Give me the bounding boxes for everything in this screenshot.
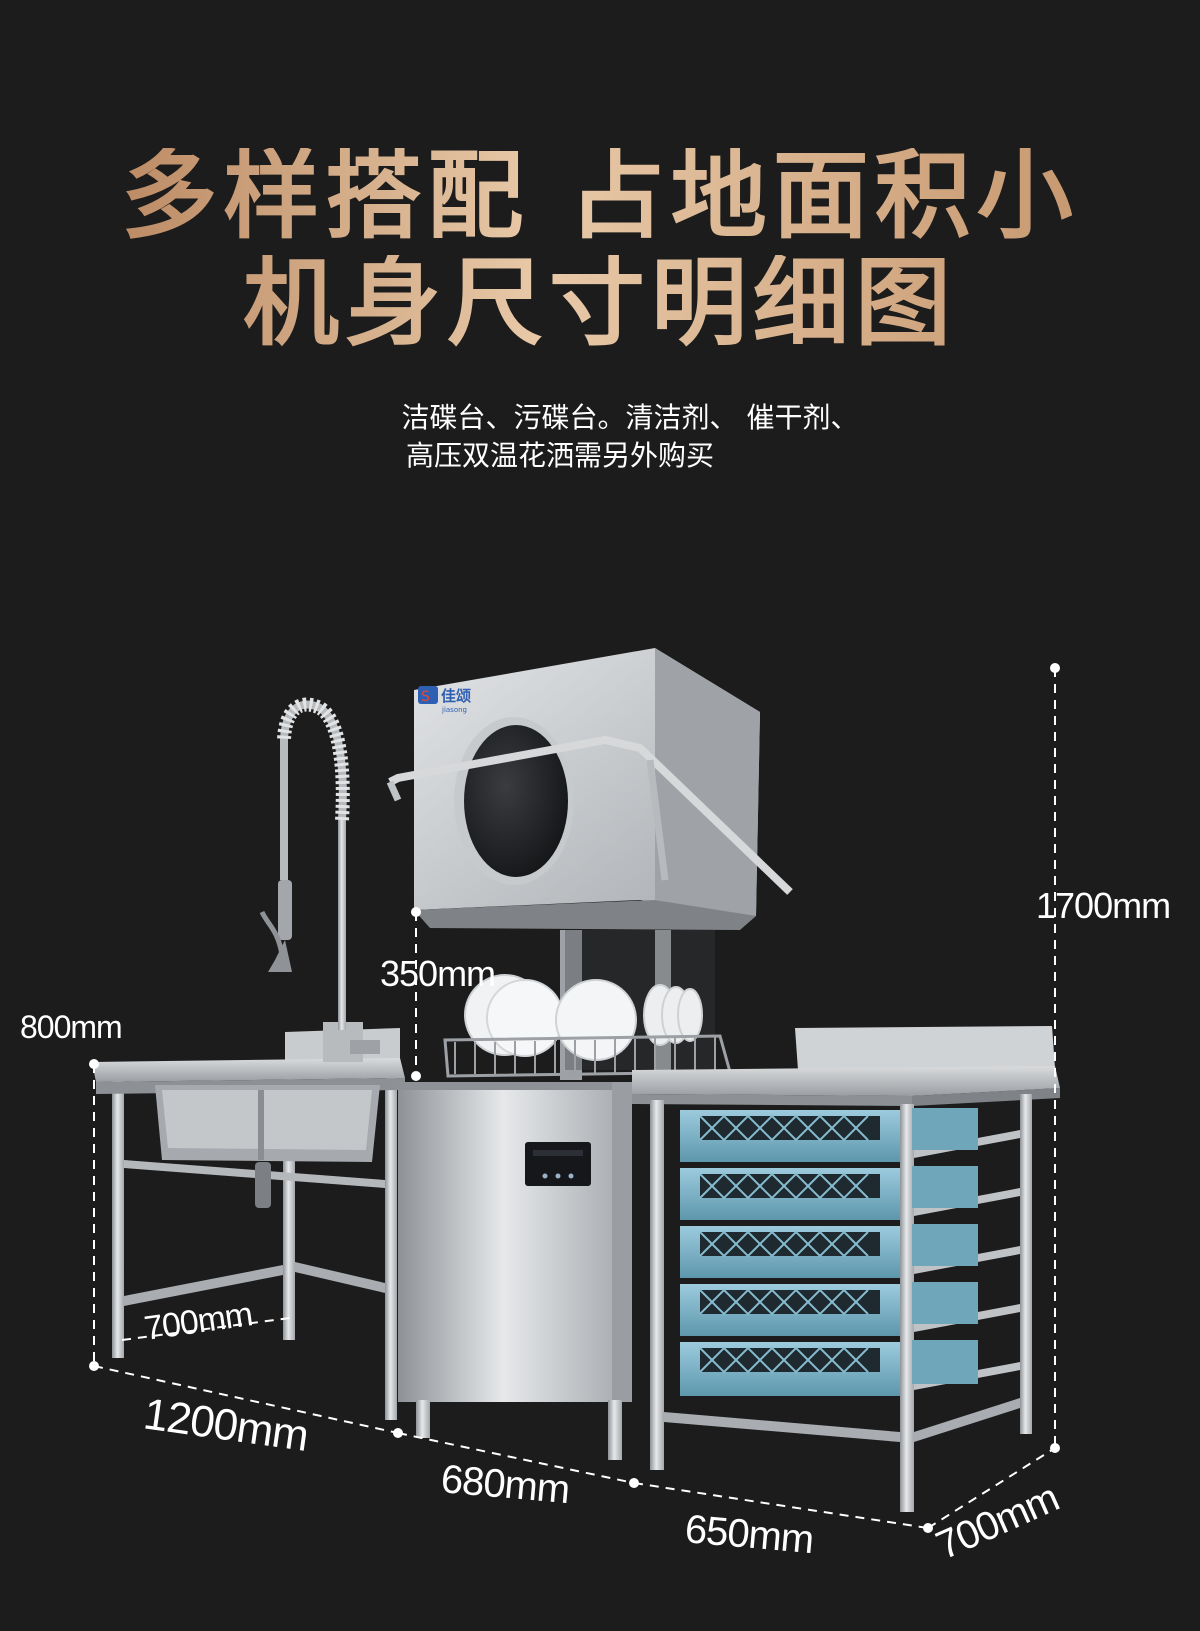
headline-line-2: 机身尺寸明细图 [0, 255, 1200, 351]
dim-table-height: 800mm [20, 1009, 122, 1045]
blue-dish-racks [680, 1108, 978, 1396]
svg-text:jiasong: jiasong [441, 706, 467, 714]
dimension-lines [93, 668, 1056, 1529]
rack-table [632, 1026, 1060, 1512]
hood-dishwasher: S 佳颂 jiasong [386, 648, 793, 1460]
dim-total-height: 1700mm [1036, 885, 1170, 926]
dim-rack-table-length: 650mm [683, 1507, 815, 1562]
dim-door-opening: 350mm [380, 953, 495, 994]
purchase-note-line-2: 高压双温花洒需另外购买 [405, 439, 714, 472]
purchase-note-line-1: 洁碟台、污碟台。清洁剂、 催干剂、 [401, 401, 859, 434]
brand-logo: 佳颂 [441, 687, 471, 705]
sink-table [92, 697, 405, 1420]
dish-rack-with-plates [443, 974, 732, 1078]
dim-rack-table-depth: 700mm [930, 1476, 1065, 1568]
dim-machine-width: 680mm [439, 1457, 571, 1512]
dim-sink-table-length: 1200mm [141, 1389, 311, 1461]
dim-sink-depth: 700mm [142, 1295, 255, 1348]
dimension-markers [89, 663, 1060, 1533]
svg-text:S: S [421, 689, 430, 705]
headline-line-1: 多样搭配 占地面积小 [0, 148, 1200, 244]
